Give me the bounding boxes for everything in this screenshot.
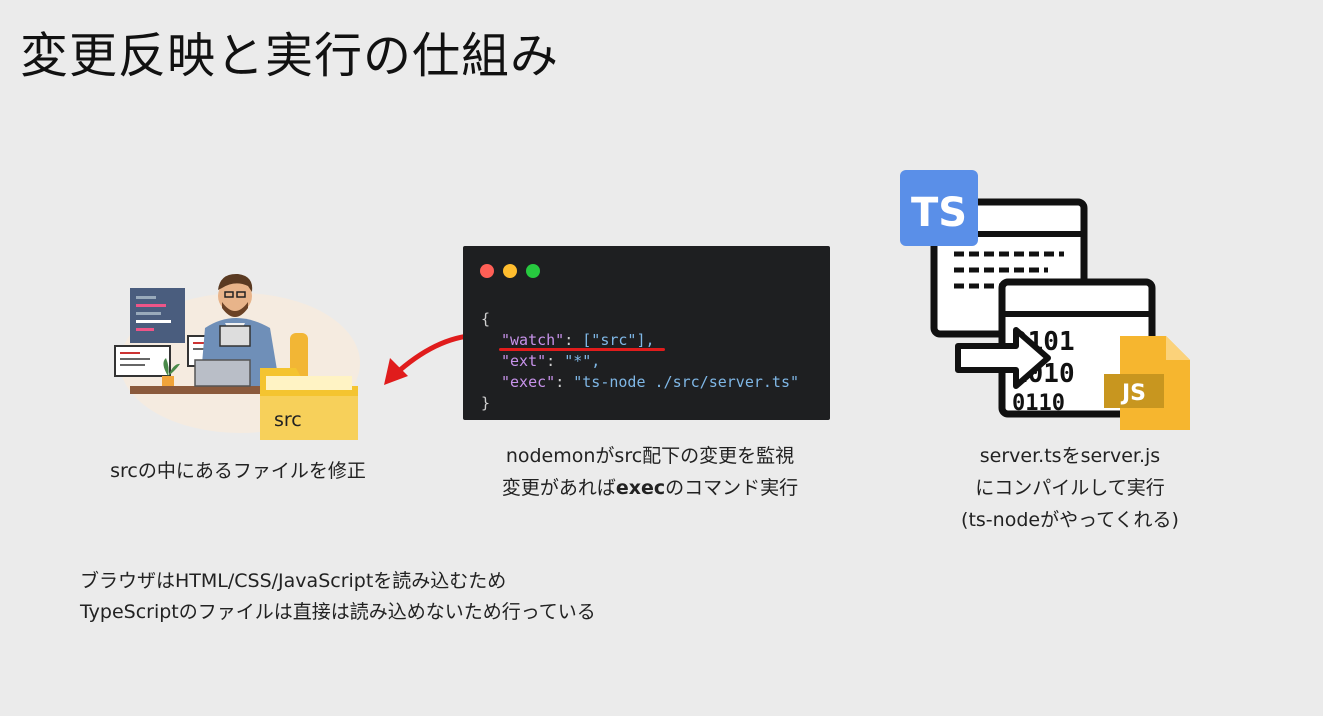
svg-text:0110: 0110 [1012,391,1065,416]
right-caption-line1: server.tsをserver.js [979,445,1161,467]
right-caption-line2: にコンパイルして実行 [975,477,1165,499]
code-line-open: { [481,310,491,328]
code-window: { "watch": ["src"], "ext": "*", "exec": … [463,246,830,420]
right-caption: server.tsをserver.js にコンパイルして実行 (ts-nodeが… [925,440,1215,536]
exec-bold: exec [615,477,666,499]
js-badge-icon: JS [1120,381,1146,406]
middle-caption: nodemonがsrc配下の変更を監視 変更があればexecのコマンド実行 [470,440,830,504]
page-title: 変更反映と実行の仕組み [20,28,560,84]
middle-caption-line1: nodemonがsrc配下の変更を監視 [505,445,795,467]
code-line-close: } [481,394,491,412]
maximize-dot-icon [526,264,540,278]
close-dot-icon [480,264,494,278]
right-caption-line3: (ts-nodeがやってくれる) [961,509,1179,531]
watch-underline [499,348,665,351]
footnote-line2: TypeScriptのファイルは直接は読み込めないため行っている [80,601,596,623]
left-caption: srcの中にあるファイルを修正 [110,460,366,482]
code-line-exec: "exec": "ts-node ./src/server.ts" [501,373,800,391]
ts-to-js-compile-icon: 0101 1010 0110 TS JS [900,170,1190,430]
minimize-dot-icon [503,264,517,278]
ts-badge-icon: TS [911,190,967,236]
code-line-watch: "watch": ["src"], [501,331,655,349]
middle-caption-line2: 変更があればexecのコマンド実行 [501,477,799,499]
developer-illustration: src [114,273,360,440]
code-line-ext: "ext": "*", [501,352,601,370]
folder-label: src [274,409,302,431]
footnote-line1: ブラウザはHTML/CSS/JavaScriptを読み込むため [80,570,507,592]
footnote: ブラウザはHTML/CSS/JavaScriptを読み込むため TypeScri… [80,566,596,628]
